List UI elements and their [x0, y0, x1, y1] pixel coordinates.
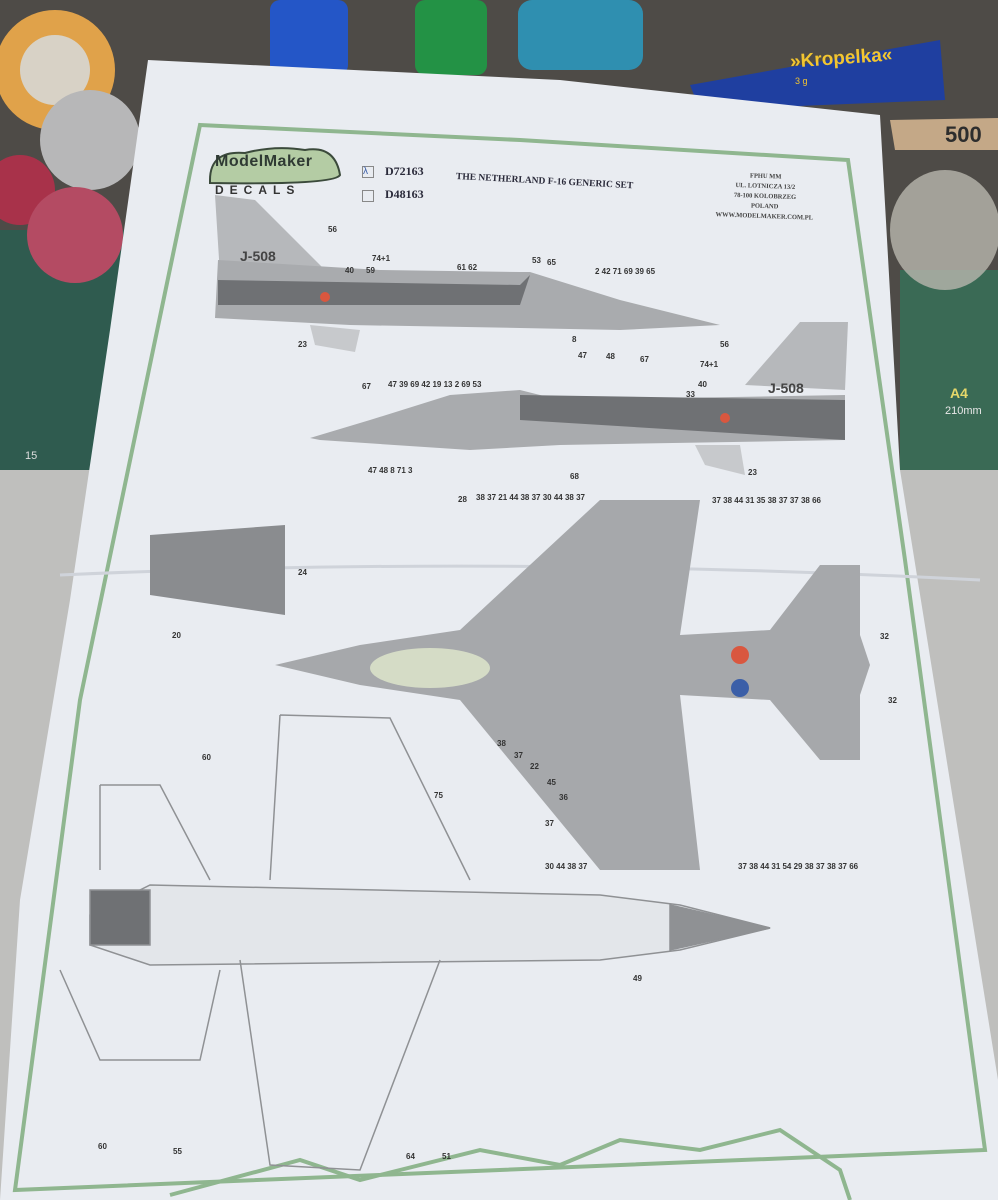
callout-bottom-view: 60 — [98, 1142, 107, 1151]
callout-profile-left: 48 — [606, 352, 615, 361]
callout-profile-right: 74+1 — [700, 360, 719, 369]
canopy — [370, 648, 490, 688]
code-d72163: D72163 — [385, 164, 424, 178]
callout-profile-right: 67 — [362, 382, 371, 391]
paint-cap-green — [415, 0, 487, 75]
callout-top-view: 37 — [514, 751, 523, 760]
callout-profile-left: 2 42 71 69 39 65 — [595, 267, 656, 276]
callout-top-view: 24 — [298, 568, 307, 577]
callout-profile-left: 8 — [572, 335, 577, 344]
callout-top-view: 37 — [545, 819, 554, 828]
glue-size-label: 3 g — [795, 76, 808, 86]
paint-cap-teal — [518, 0, 643, 70]
ruler — [890, 118, 998, 150]
ruler-mark: 500 — [945, 122, 982, 147]
callout-profile-right: 56 — [720, 340, 729, 349]
side-profile-left — [215, 195, 720, 352]
callout-profile-left: 53 — [532, 256, 541, 265]
paint-cap-blue — [270, 0, 348, 75]
callout-top-view: 20 — [172, 631, 181, 640]
callout-profile-right: 47 48 8 71 3 — [368, 466, 413, 475]
sheet-border — [12, 122, 988, 1193]
modelmaker-logo: ModelMaker DECALS — [205, 145, 345, 201]
callout-top-view: 30 44 38 37 — [545, 862, 588, 871]
callout-top-view: 38 37 21 44 38 37 30 44 38 37 — [476, 493, 585, 502]
callout-bottom-view: 49 — [633, 974, 642, 983]
skyline-border — [169, 1127, 852, 1200]
callout-top-view: 28 — [458, 495, 467, 504]
callout-bottom-view: 75 — [434, 791, 443, 800]
callout-top-view: 32 — [888, 696, 897, 705]
checkbox-d72163: λ — [362, 166, 374, 178]
callout-profile-left: 74+1 — [372, 254, 391, 263]
callout-top-view: 38 — [497, 739, 506, 748]
callout-top-view: 37 38 44 31 35 38 37 37 38 66 — [712, 496, 821, 505]
callout-profile-left: 40 — [345, 266, 354, 275]
callout-bottom-view: 55 — [173, 1147, 182, 1156]
side-profile-right — [310, 322, 848, 475]
callout-profile-left: 23 — [298, 340, 307, 349]
cutting-mat-right — [900, 270, 998, 470]
callout-profile-left: 56 — [328, 225, 337, 234]
callout-top-view: 45 — [547, 778, 556, 787]
callout-profile-left: 65 — [547, 258, 556, 267]
glue-tube — [690, 40, 945, 110]
plastic-cup — [890, 170, 998, 290]
callout-bottom-view: 51 — [442, 1152, 451, 1161]
serial-left: J-508 — [240, 248, 276, 264]
mat-number: 15 — [25, 450, 38, 462]
callout-profile-left: 67 — [640, 355, 649, 364]
paint-jar — [40, 90, 140, 190]
callout-profile-right: 40 — [698, 380, 707, 389]
mat-size: 210mm — [945, 405, 982, 417]
nozzle-detail — [150, 525, 285, 615]
callout-profile-left: 61 62 — [457, 263, 478, 272]
mat-label: A4 — [950, 385, 968, 401]
callout-top-view: 36 — [559, 793, 568, 802]
serial-right: J-508 — [768, 380, 804, 396]
callout-top-view: 22 — [530, 762, 539, 771]
top-view-aircraft — [275, 500, 870, 870]
callout-top-view: 37 38 44 31 54 29 38 37 38 37 66 — [738, 862, 859, 871]
callout-profile-right: 23 — [748, 468, 757, 477]
callout-profile-right: 47 39 69 42 19 13 2 69 53 — [388, 380, 482, 389]
callout-profile-right: 33 — [686, 390, 695, 399]
address-block: FPHU MM UL. LOTNICZA 13/2 78-100 KOLOBRZ… — [715, 172, 814, 222]
code-d48163: D48163 — [385, 187, 424, 201]
callout-profile-left: 47 — [578, 351, 587, 360]
callout-profile-left: 59 — [366, 266, 375, 275]
callout-bottom-view: 60 — [202, 753, 211, 762]
callout-profile-right: 68 — [570, 472, 579, 481]
callout-top-view: 32 — [880, 632, 889, 641]
checkbox-d48163 — [362, 190, 374, 202]
paint-jar-pink — [27, 187, 123, 283]
bottom-view-aircraft — [59, 714, 771, 1171]
callout-bottom-view: 64 — [406, 1152, 415, 1161]
